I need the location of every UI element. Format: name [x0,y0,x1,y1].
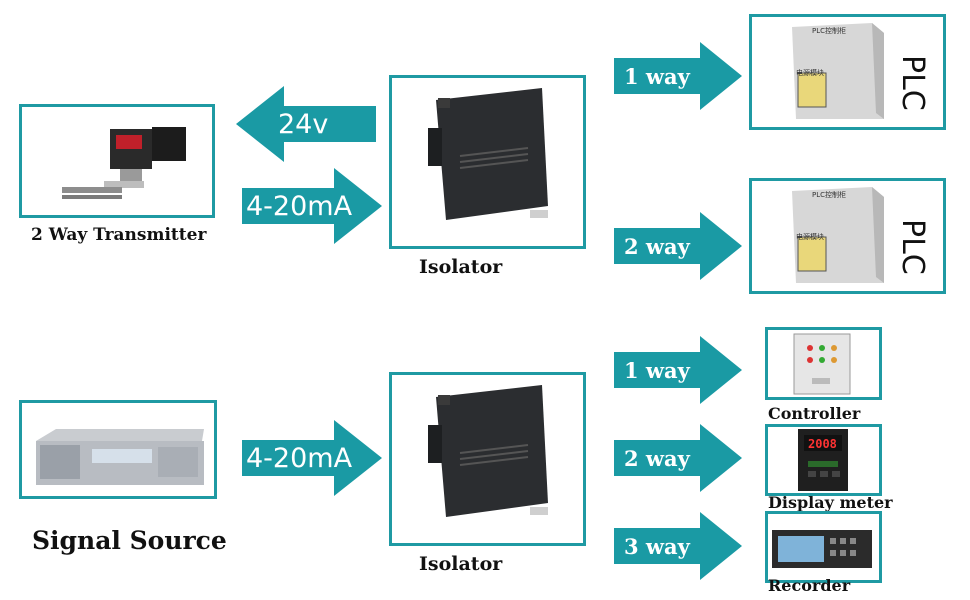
arrow-signal-top-label: 4-20mA [246,190,353,222]
display-meter-caption: Display meter [768,493,893,512]
plc-cabinet-icon [792,187,884,283]
arrow-bottom-way3-label: 3 way [624,533,690,559]
plc-cabinet-label-1: PLC控制柜 [812,27,847,35]
isolator-module-icon [428,88,548,220]
transmitter-caption: 2 Way Transmitter [31,225,207,245]
display-meter-box: 2008 [765,424,882,496]
arrow-signal-bottom-label: 4-20mA [246,442,353,474]
plc-box-1: PLC控制柜 电源模块 PLC [749,14,946,130]
control-box-icon [793,333,851,395]
arrow-signal-top: 4-20mA [242,168,382,244]
transmitter-box [19,104,215,218]
arrow-24v-label: 24v [278,108,329,140]
recorder-caption: Recorder [768,576,851,595]
arrow-top-way2-label: 2 way [624,233,690,259]
arrow-24v: 24v [236,86,376,162]
plc-label-2: PLC [895,219,930,275]
isolator-top-caption: Isolator [419,256,503,278]
plc-module-label-1: 电源模块 [796,69,824,77]
display-meter-value: 2008 [808,437,837,451]
arrow-top-way1: 1 way [614,42,742,110]
arrow-bottom-way2-label: 2 way [624,445,690,471]
plc-cabinet-label-2: PLC控制柜 [812,191,847,199]
pressure-transmitter-icon [62,127,186,199]
recorder-box [765,511,882,583]
isolator-top-box [389,75,586,249]
isolator-bottom-caption: Isolator [419,553,503,575]
signal-source-box [19,400,217,499]
arrow-bottom-way2: 2 way [614,424,742,492]
plc-cabinet-icon [792,23,884,119]
plc-module-label-2: 电源模块 [796,233,824,241]
arrow-signal-bottom: 4-20mA [242,420,382,496]
controller-caption: Controller [768,404,861,423]
arrow-top-way1-label: 1 way [624,63,690,89]
plc-label-1: PLC [895,55,930,111]
arrow-bottom-way3: 3 way [614,512,742,580]
recorder-icon [772,530,872,568]
arrow-bottom-way1: 1 way [614,336,742,404]
arrow-top-way2: 2 way [614,212,742,280]
arrow-bottom-way1-label: 1 way [624,357,690,383]
plc-box-2: PLC控制柜 电源模块 PLC [749,178,946,294]
signal-generator-icon [36,429,204,485]
display-meter-icon [798,429,848,491]
controller-box [765,327,882,400]
signal-source-caption: Signal Source [32,526,227,555]
isolator-module-icon [428,385,548,517]
isolator-bottom-box [389,372,586,546]
